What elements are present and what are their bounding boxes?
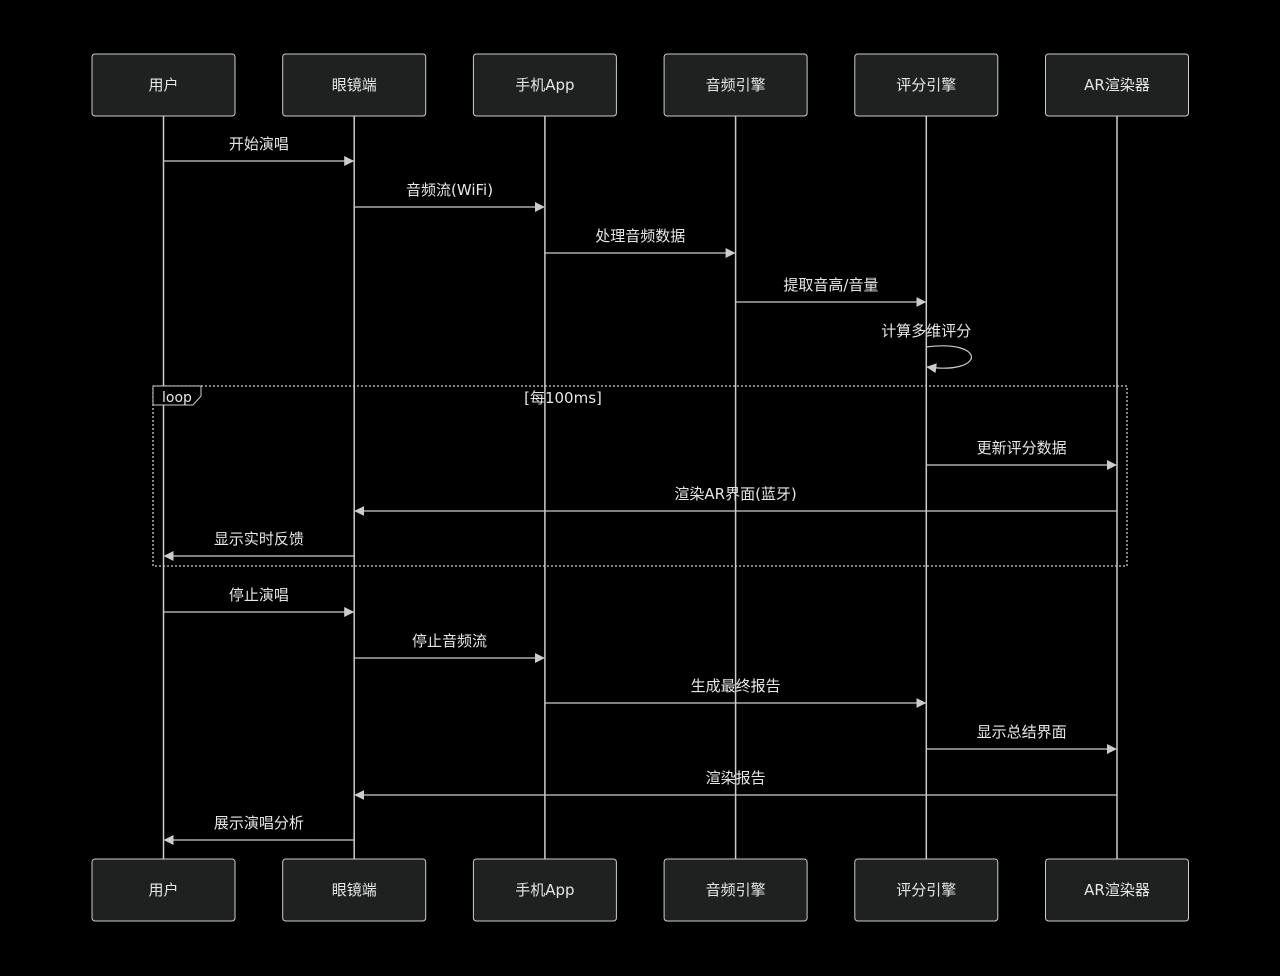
loop-frame-group: loop [每100ms] bbox=[152, 385, 1128, 567]
message-11: 显示总结界面 bbox=[926, 723, 1117, 754]
actor-box bbox=[1045, 858, 1189, 922]
actor-label: AR渲染器 bbox=[1084, 881, 1150, 899]
actor-label: 眼镜端 bbox=[332, 881, 377, 899]
message-10: 生成最终报告 bbox=[544, 677, 927, 708]
message-label: 停止演唱 bbox=[229, 586, 289, 604]
loop-frame bbox=[152, 385, 1128, 567]
actor-label: 音频引擎 bbox=[706, 881, 766, 899]
message-3: 提取音高/音量 bbox=[735, 276, 927, 307]
actor-top-score: 评分引擎 bbox=[854, 53, 999, 117]
actor-bottom-phone: 手机App bbox=[472, 858, 617, 922]
actor-top-ar: AR渲染器 bbox=[1045, 53, 1189, 117]
message-label: 开始演唱 bbox=[229, 135, 289, 153]
message-label: 显示实时反馈 bbox=[214, 530, 304, 548]
actor-label: 眼镜端 bbox=[332, 76, 377, 94]
actor-box bbox=[282, 53, 427, 117]
actor-label: 用户 bbox=[148, 881, 178, 899]
actor-box bbox=[663, 858, 808, 922]
message-1: 音频流(WiFi) bbox=[354, 181, 545, 212]
message-label: 展示演唱分析 bbox=[214, 814, 304, 832]
actor-box bbox=[472, 53, 617, 117]
actor-label: 手机App bbox=[515, 881, 574, 899]
actor-bottom-user: 用户 bbox=[91, 858, 236, 922]
lifelines bbox=[162, 116, 1118, 859]
actor-box bbox=[1045, 53, 1189, 117]
actor-bottom-audio: 音频引擎 bbox=[663, 858, 808, 922]
actor-top-user: 用户 bbox=[91, 53, 236, 117]
message-label: 处理音频数据 bbox=[595, 227, 685, 245]
actor-bottom-glasses: 眼镜端 bbox=[282, 858, 427, 922]
actor-bottom-ar: AR渲染器 bbox=[1045, 858, 1189, 922]
actor-box bbox=[854, 53, 999, 117]
message-8: 停止演唱 bbox=[163, 586, 355, 617]
actor-label: 评分引擎 bbox=[896, 76, 956, 94]
message-label: 停止音频流 bbox=[412, 632, 487, 650]
message-5: 更新评分数据 bbox=[926, 439, 1117, 470]
message-label: 计算多维评分 bbox=[881, 322, 971, 340]
message-label: 音频流(WiFi) bbox=[406, 181, 493, 199]
loop-condition: [每100ms] bbox=[524, 389, 602, 407]
actor-label: 手机App bbox=[515, 76, 574, 94]
loop-tab bbox=[152, 385, 202, 406]
actor-top-phone: 手机App bbox=[472, 53, 617, 117]
actor-label: 评分引擎 bbox=[896, 881, 956, 899]
actor-label: 音频引擎 bbox=[706, 76, 766, 94]
message-13: 展示演唱分析 bbox=[163, 814, 355, 845]
actors-bottom: 用户 眼镜端 手机App 音频引擎 评分引擎 AR渲染器 bbox=[91, 858, 1189, 922]
message-label: 提取音高/音量 bbox=[783, 276, 878, 294]
message-label: 渲染报告 bbox=[706, 769, 766, 787]
actor-label: 用户 bbox=[148, 76, 178, 94]
message-9: 停止音频流 bbox=[354, 632, 545, 663]
message-label: 渲染AR界面(蓝牙) bbox=[674, 485, 796, 503]
actor-box bbox=[663, 53, 808, 117]
loop-keyword: loop bbox=[162, 390, 192, 406]
actor-box bbox=[854, 858, 999, 922]
message-4: 计算多维评分 bbox=[881, 322, 972, 374]
actor-top-glasses: 眼镜端 bbox=[282, 53, 427, 117]
message-7: 显示实时反馈 bbox=[163, 530, 355, 561]
actor-top-audio: 音频引擎 bbox=[663, 53, 808, 117]
actor-box bbox=[472, 858, 617, 922]
message-0: 开始演唱 bbox=[163, 135, 355, 166]
message-label: 生成最终报告 bbox=[691, 677, 781, 695]
actor-box bbox=[91, 858, 236, 922]
message-label: 更新评分数据 bbox=[977, 439, 1067, 457]
actor-box bbox=[91, 53, 236, 117]
message-12: 渲染报告 bbox=[354, 769, 1117, 800]
message-6: 渲染AR界面(蓝牙) bbox=[354, 485, 1117, 516]
message-arrow bbox=[926, 345, 972, 374]
message-label: 显示总结界面 bbox=[977, 723, 1067, 741]
actor-bottom-score: 评分引擎 bbox=[854, 858, 999, 922]
actors-top: 用户 眼镜端 手机App 音频引擎 评分引擎 AR渲染器 bbox=[91, 53, 1189, 117]
actor-box bbox=[282, 858, 427, 922]
actor-label: AR渲染器 bbox=[1084, 76, 1150, 94]
message-2: 处理音频数据 bbox=[544, 227, 736, 258]
